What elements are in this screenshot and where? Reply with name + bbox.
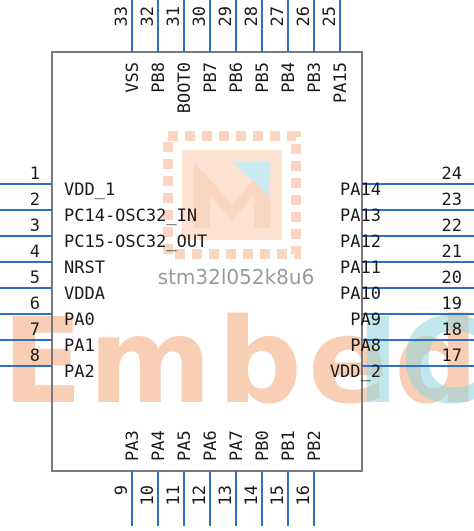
- pin-label-vdd-1: VDD_1: [64, 180, 115, 200]
- pin-label-pb5: PB5: [253, 62, 273, 93]
- pin-number-29: 29: [216, 6, 236, 26]
- pin-number-19: 19: [442, 294, 462, 314]
- pin-number-23: 23: [442, 190, 462, 210]
- pin-number-12: 12: [190, 485, 210, 505]
- pin-label-pb7: PB7: [201, 62, 221, 93]
- pin-label-pb2: PB2: [305, 430, 325, 461]
- pin-number-4: 4: [30, 242, 40, 262]
- pin-label-pb4: PB4: [279, 62, 299, 93]
- pin-label-pa4: PA4: [149, 430, 169, 461]
- pin-label-pa2: PA2: [64, 362, 95, 382]
- pin-number-13: 13: [216, 485, 236, 505]
- pin-label-vdd-2: VDD_2: [330, 362, 381, 382]
- pin-label-boot0: BOOT0: [175, 62, 195, 113]
- pin-number-33: 33: [112, 6, 132, 26]
- pin-label-pa11: PA11: [340, 258, 381, 278]
- pin-label-pb8: PB8: [149, 62, 169, 93]
- pin-number-14: 14: [242, 485, 262, 505]
- pin-label-pa0: PA0: [64, 310, 95, 330]
- pin-label-pc15-osc32-out: PC15-OSC32_OUT: [64, 232, 207, 252]
- pin-label-pa3: PA3: [123, 430, 143, 461]
- pin-label-pb1: PB1: [279, 430, 299, 461]
- pin-number-26: 26: [294, 6, 314, 26]
- pin-label-pa6: PA6: [201, 430, 221, 461]
- pin-label-pa8: PA8: [350, 336, 381, 356]
- pin-label-pa12: PA12: [340, 232, 381, 252]
- pin-number-10: 10: [138, 485, 158, 505]
- pin-label-vss: VSS: [123, 62, 143, 93]
- pin-label-pa10: PA10: [340, 284, 381, 304]
- pin-number-24: 24: [442, 164, 462, 184]
- pin-number-16: 16: [294, 485, 314, 505]
- pin-number-18: 18: [442, 320, 462, 340]
- pin-number-17: 17: [442, 346, 462, 366]
- pin-number-2: 2: [30, 190, 40, 210]
- pin-number-22: 22: [442, 216, 462, 236]
- pin-number-32: 32: [138, 6, 158, 26]
- pin-label-nrst: NRST: [64, 258, 105, 278]
- pin-number-5: 5: [30, 268, 40, 288]
- pin-number-31: 31: [164, 6, 184, 26]
- pin-number-27: 27: [268, 6, 288, 26]
- pin-label-pb3: PB3: [305, 62, 325, 93]
- pin-label-pa7: PA7: [227, 430, 247, 461]
- pin-number-3: 3: [30, 216, 40, 236]
- pin-number-21: 21: [442, 242, 462, 262]
- pin-label-pc14-osc32-in: PC14-OSC32_IN: [64, 206, 197, 226]
- pin-number-11: 11: [164, 485, 184, 505]
- pin-label-pa13: PA13: [340, 206, 381, 226]
- pin-number-15: 15: [268, 485, 288, 505]
- pins-bottom-group: 9 PA3 10 PA4 11 PA5 12 PA6 13 PA7 14 PB0 15 PB1 16 PB2: [112, 430, 325, 526]
- pin-number-25: 25: [320, 6, 340, 26]
- pin-label-pa14: PA14: [340, 180, 381, 200]
- part-name: stm32l052k8u6: [158, 265, 315, 289]
- pin-number-7: 7: [30, 320, 40, 340]
- watermark-logo: [163, 131, 301, 259]
- pin-number-1: 1: [30, 164, 40, 184]
- pin-number-28: 28: [242, 6, 262, 26]
- pin-label-pa9: PA9: [350, 310, 381, 330]
- pin-number-9: 9: [112, 485, 132, 495]
- pin-label-pa5: PA5: [175, 430, 195, 461]
- pin-number-20: 20: [442, 268, 462, 288]
- pin-label-pb6: PB6: [227, 62, 247, 93]
- pin-label-pa15: PA15: [331, 62, 351, 103]
- pin-number-30: 30: [190, 6, 210, 26]
- pin-label-pb0: PB0: [253, 430, 273, 461]
- pin-number-6: 6: [30, 294, 40, 314]
- pin-number-8: 8: [30, 346, 40, 366]
- pin-label-pa1: PA1: [64, 336, 95, 356]
- pin-label-vdda: VDDA: [64, 284, 105, 304]
